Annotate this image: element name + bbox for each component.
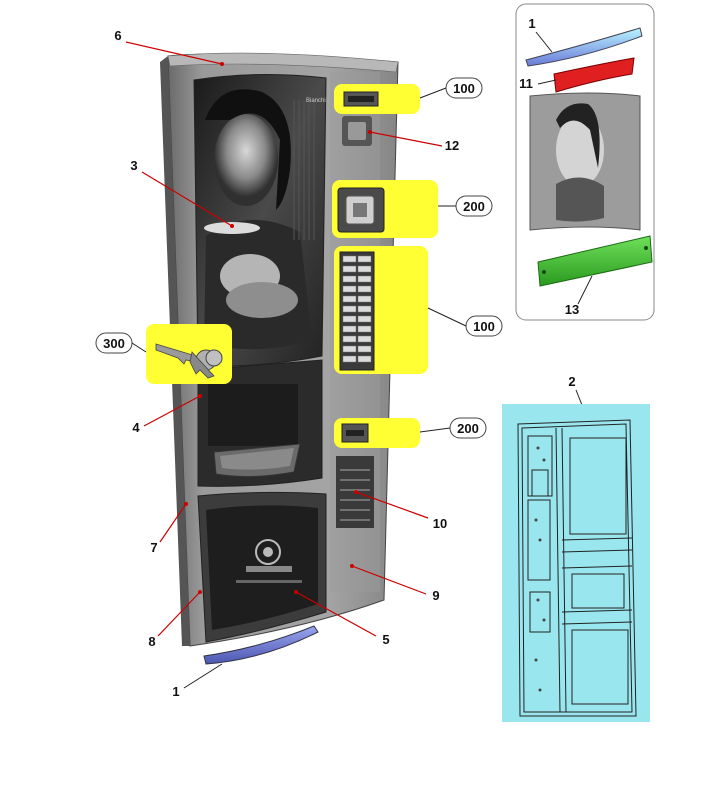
svg-text:7: 7 xyxy=(150,540,157,555)
inset-top-cap xyxy=(525,27,643,67)
callout-display-window xyxy=(334,84,420,114)
part-label-6: 6 xyxy=(114,28,224,66)
svg-text:6: 6 xyxy=(114,28,121,43)
kit-code-bubble-buttons: 100 xyxy=(427,307,503,337)
svg-text:100: 100 xyxy=(453,81,475,96)
inset-top-trim xyxy=(553,57,635,93)
svg-text:1: 1 xyxy=(172,684,179,699)
svg-text:9: 9 xyxy=(432,588,439,603)
part-label-8: 8 xyxy=(148,590,202,649)
key-icon xyxy=(155,343,223,379)
part-label-9: 9 xyxy=(350,564,440,603)
svg-text:1: 1 xyxy=(528,16,535,31)
svg-text:3: 3 xyxy=(130,158,137,173)
part-label-12: 12 xyxy=(368,130,459,153)
svg-text:12: 12 xyxy=(445,138,459,153)
svg-text:5: 5 xyxy=(382,632,389,647)
callout-selection-buttons xyxy=(334,246,428,374)
svg-text:200: 200 xyxy=(463,199,485,214)
svg-text:Bianchi: Bianchi xyxy=(306,98,326,104)
lower-panel xyxy=(197,491,327,643)
part-label-3: 3 xyxy=(130,158,234,228)
inset-spare-parts: 1 11 13 xyxy=(515,3,655,321)
coin-slot-icon xyxy=(348,122,366,140)
callout-key xyxy=(146,324,232,384)
dispensing-compartment xyxy=(197,359,323,487)
svg-text:300: 300 xyxy=(103,336,125,351)
part-label-5: 5 xyxy=(294,590,390,647)
svg-text:10: 10 xyxy=(433,516,447,531)
svg-text:4: 4 xyxy=(132,420,140,435)
part-label-1-main: 1 xyxy=(172,663,223,699)
part-label-7: 7 xyxy=(150,502,188,555)
svg-text:11: 11 xyxy=(519,76,533,91)
inset-bottom-bracket xyxy=(537,235,653,287)
svg-text:2: 2 xyxy=(568,374,575,389)
poster-window: Bianchi xyxy=(193,73,327,367)
bottom-cap xyxy=(203,625,319,665)
svg-text:100: 100 xyxy=(473,319,495,334)
part-label-4: 4 xyxy=(132,394,202,435)
frame-view: 2 xyxy=(502,374,650,722)
svg-text:13: 13 xyxy=(565,302,579,317)
kit-code-bubble-key: 300 xyxy=(95,332,147,354)
kit-code-bubble-coin-insert: 200 xyxy=(438,195,493,217)
kit-code-bubble-change-return: 200 xyxy=(419,417,487,439)
callout-change-return xyxy=(334,418,420,448)
svg-text:200: 200 xyxy=(457,421,479,436)
callout-coin-insert xyxy=(332,180,438,238)
kit-code-bubble-display: 100 xyxy=(419,77,483,99)
part-label-10: 10 xyxy=(354,490,447,531)
svg-text:8: 8 xyxy=(148,634,155,649)
